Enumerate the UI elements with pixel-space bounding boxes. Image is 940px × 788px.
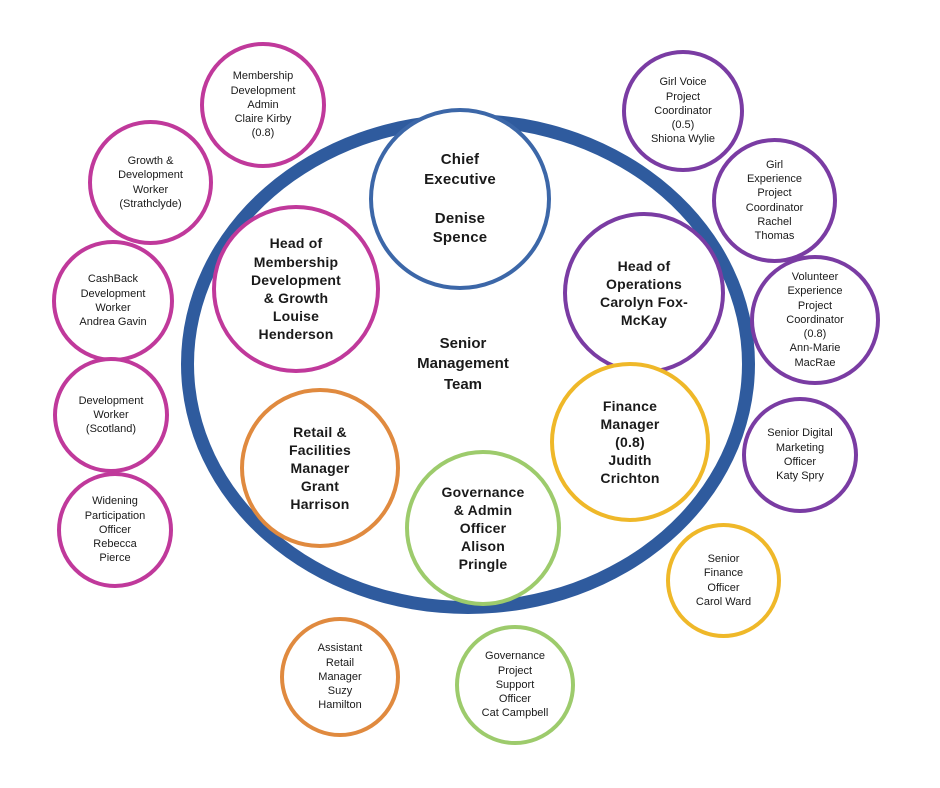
role-label-widening-participation-officer: Widening Participation Officer Rebecca P… [84,495,146,565]
role-label-head-of-operations: Head of Operations Carolyn Fox- McKay [600,257,688,329]
role-circle-cashback-development-worker: CashBack Development Worker Andrea Gavin [52,240,174,362]
role-label-finance-manager: Finance Manager (0.8) Judith Crichton [600,397,660,487]
role-label-assistant-retail-manager: Assistant Retail Manager Suzy Hamilton [317,642,363,712]
role-circle-volunteer-experience-coordinator: Volunteer Experience Project Coordinator… [750,255,880,385]
role-circle-membership-development-admin: Membership Development Admin Claire Kirb… [200,42,326,168]
role-label-senior-finance-officer: Senior Finance Officer Carol Ward [695,552,752,608]
role-circle-finance-manager: Finance Manager (0.8) Judith Crichton [550,362,710,522]
role-label-growth-development-worker: Growth & Development Worker (Strathclyde… [118,154,183,210]
role-circle-girl-experience-coordinator: Girl Experience Project Coordinator Rach… [712,138,837,263]
role-label-cashback-development-worker: CashBack Development Worker Andrea Gavin [79,273,147,329]
role-label-governance-project-support-officer: Governance Project Support Officer Cat C… [481,650,549,720]
role-label-girl-experience-coordinator: Girl Experience Project Coordinator Rach… [745,158,804,243]
role-label-development-worker-scotland: Development Worker (Scotland) [78,394,144,436]
role-circle-senior-finance-officer: Senior Finance Officer Carol Ward [666,523,781,638]
role-label-head-of-membership: Head of Membership Development & Growth … [250,235,342,343]
role-circle-growth-development-worker: Growth & Development Worker (Strathclyde… [88,120,213,245]
role-label-girl-voice-coordinator: Girl Voice Project Coordinator (0.5) Shi… [650,76,716,146]
role-circle-widening-participation-officer: Widening Participation Officer Rebecca P… [57,472,173,588]
role-label-senior-digital-marketing-officer: Senior Digital Marketing Officer Katy Sp… [767,427,833,483]
role-circle-chief-executive: Chief Executive Denise Spence [369,108,551,290]
role-circle-development-worker-scotland: Development Worker (Scotland) [53,357,169,473]
role-label-retail-facilities-manager: Retail & Facilities Manager Grant Harris… [289,423,351,513]
role-circle-assistant-retail-manager: Assistant Retail Manager Suzy Hamilton [280,617,400,737]
role-circle-head-of-membership: Head of Membership Development & Growth … [212,205,380,373]
role-label-governance-admin-officer: Governance & Admin Officer Alison Pringl… [441,483,525,573]
role-label-chief-executive: Chief Executive Denise Spence [424,151,496,247]
role-circle-retail-facilities-manager: Retail & Facilities Manager Grant Harris… [240,388,400,548]
role-circle-head-of-operations: Head of Operations Carolyn Fox- McKay [563,212,725,374]
center-label: Senior Management Team [417,335,509,393]
role-circle-governance-admin-officer: Governance & Admin Officer Alison Pringl… [405,450,561,606]
role-circle-governance-project-support-officer: Governance Project Support Officer Cat C… [455,625,575,745]
role-circle-senior-digital-marketing-officer: Senior Digital Marketing Officer Katy Sp… [742,397,858,513]
role-label-membership-development-admin: Membership Development Admin Claire Kirb… [230,70,296,140]
role-label-volunteer-experience-coordinator: Volunteer Experience Project Coordinator… [786,270,844,369]
role-circle-girl-voice-coordinator: Girl Voice Project Coordinator (0.5) Shi… [622,50,744,172]
